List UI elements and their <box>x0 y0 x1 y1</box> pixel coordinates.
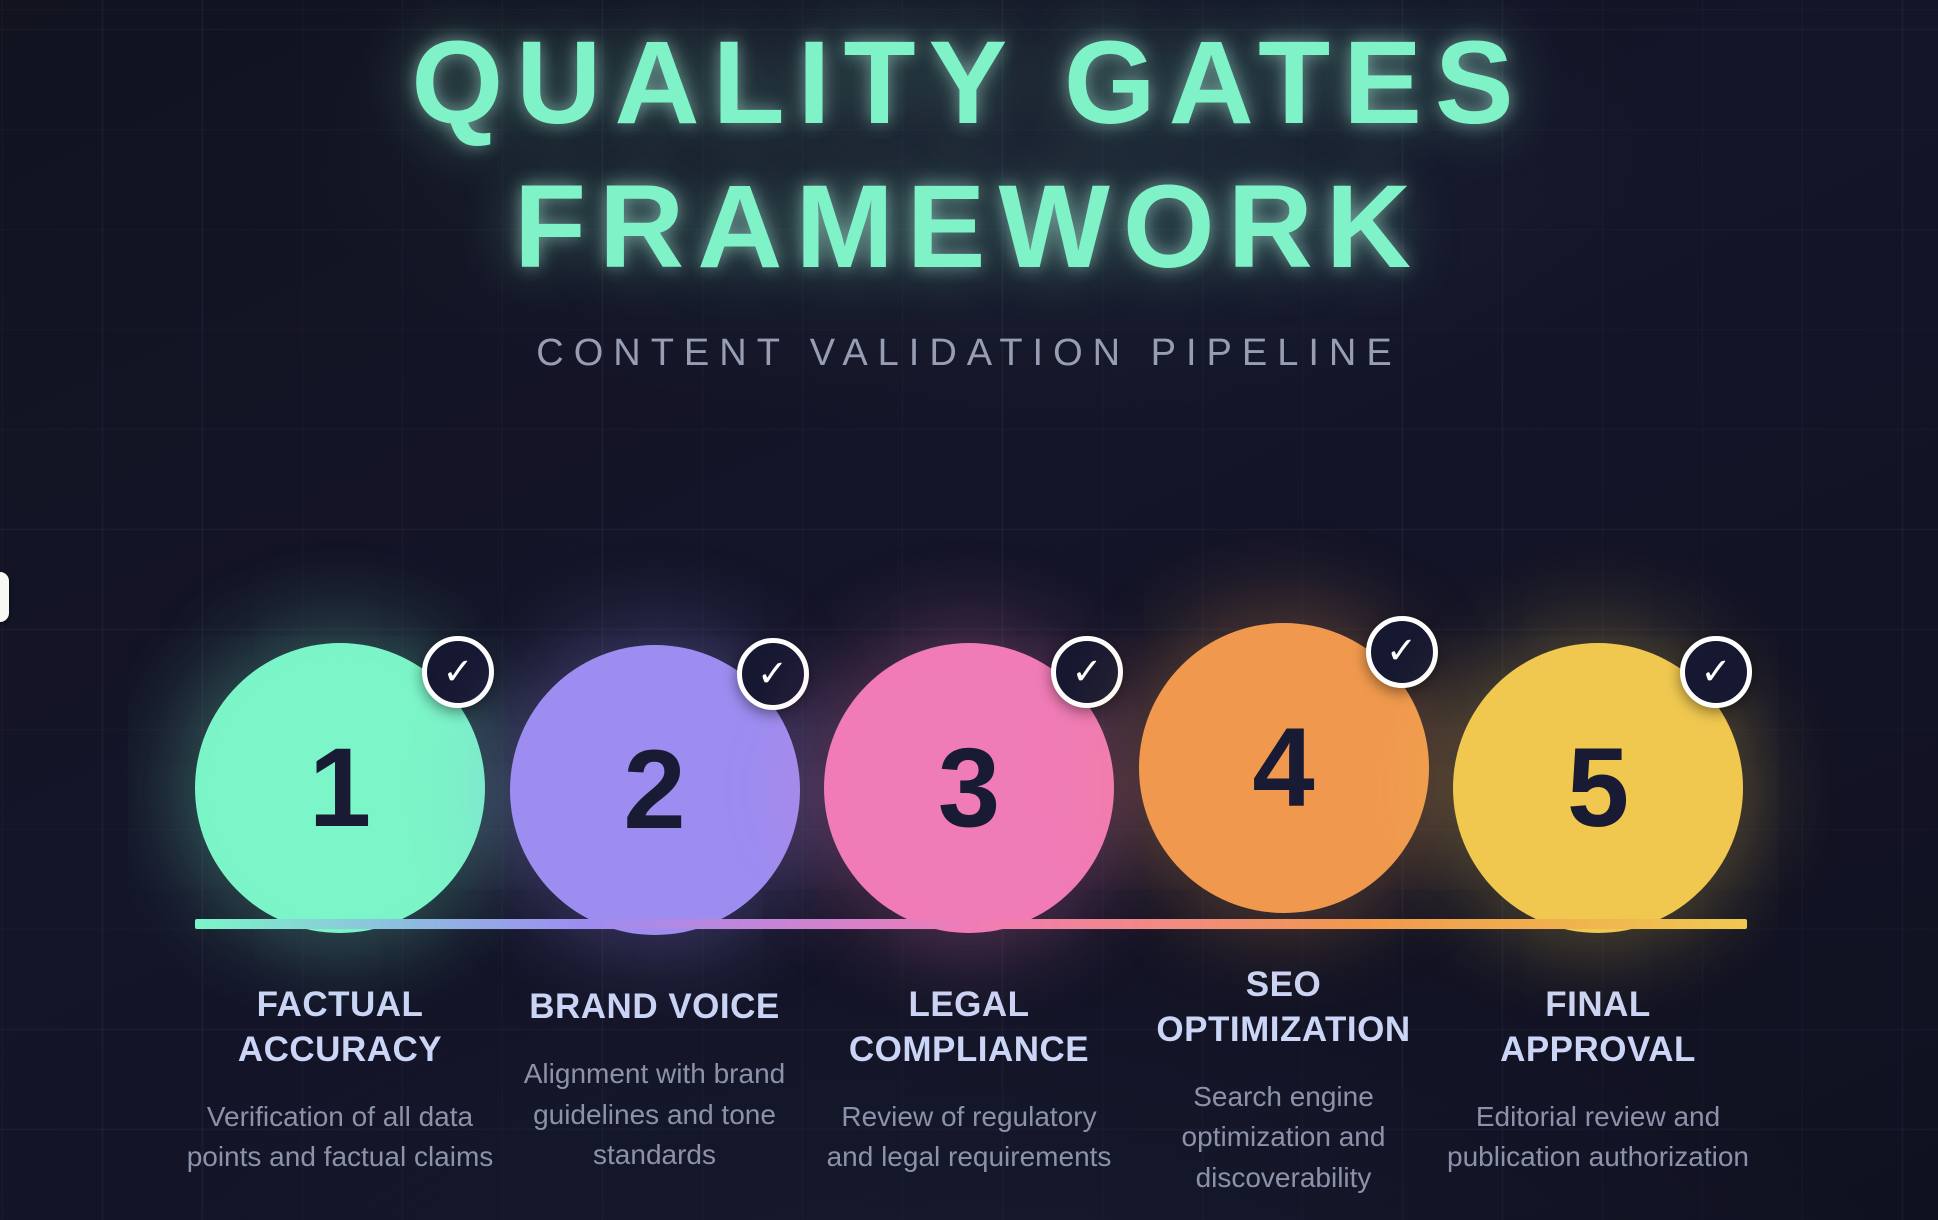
page-title-line1: QUALITY GATES <box>411 17 1527 149</box>
page-subtitle: CONTENT VALIDATION PIPELINE <box>536 331 1402 374</box>
stage-title: FINAL APPROVAL <box>1500 985 1696 1069</box>
stage-number: 1 <box>308 725 372 851</box>
check-badge: ✓ <box>1365 615 1438 688</box>
stage-number: 4 <box>1252 704 1315 830</box>
stage-description: Search engine optimization and discovera… <box>1181 1080 1386 1193</box>
stage-description: Alignment with brand guidelines and tone… <box>523 1058 786 1171</box>
stage-number: 2 <box>623 727 686 853</box>
stage-circle-wrap: 5 ✓ <box>1453 636 1752 934</box>
check-icon: ✓ <box>1071 649 1103 693</box>
stages-row: 1 ✓ FACTUAL ACCURACY Verification of all… <box>187 615 1752 1198</box>
check-icon: ✓ <box>442 649 474 693</box>
stage-number: 5 <box>1566 725 1630 851</box>
stage-description: Review of regulatory and legal requireme… <box>826 1100 1112 1173</box>
stage-title: LEGAL COMPLIANCE <box>848 985 1090 1069</box>
check-icon: ✓ <box>1385 629 1417 673</box>
stage-legal-compliance: 3 ✓ LEGAL COMPLIANCE Review of regulator… <box>818 636 1123 1178</box>
stage-circle-wrap: 2 ✓ <box>509 638 809 936</box>
stage-circle-wrap: 3 ✓ <box>824 636 1123 934</box>
check-badge: ✓ <box>1051 636 1123 709</box>
stage-title: BRAND VOICE <box>529 987 780 1027</box>
check-badge: ✓ <box>1680 636 1752 709</box>
stage-circle-wrap: 1 ✓ <box>195 636 494 934</box>
check-badge: ✓ <box>422 636 494 709</box>
check-badge: ✓ <box>736 638 809 711</box>
stage-description: Verification of all data points and fact… <box>186 1100 494 1173</box>
stage-final-approval: 5 ✓ FINAL APPROVAL Editorial review and … <box>1447 636 1752 1178</box>
stage-title: FACTUAL ACCURACY <box>237 985 443 1069</box>
drawer-handle[interactable] <box>0 572 9 622</box>
stage-seo-optimization: 4 ✓ SEO OPTIMIZATION Search engine optim… <box>1133 615 1438 1198</box>
stage-factual-accuracy: 1 ✓ FACTUAL ACCURACY Verification of all… <box>187 636 494 1178</box>
page-title-line2: FRAMEWORK <box>513 160 1425 293</box>
check-icon: ✓ <box>1700 649 1732 693</box>
stage-circle-wrap: 4 ✓ <box>1138 615 1438 913</box>
stage-number: 3 <box>937 725 1001 851</box>
pipeline-progress-line <box>195 919 1747 929</box>
stage-brand-voice: 2 ✓ BRAND VOICE Alignment with brand gui… <box>504 638 809 1176</box>
stage-description: Editorial review and publication authori… <box>1447 1100 1749 1173</box>
stage-title: SEO OPTIMIZATION <box>1156 964 1411 1049</box>
check-icon: ✓ <box>756 651 788 695</box>
